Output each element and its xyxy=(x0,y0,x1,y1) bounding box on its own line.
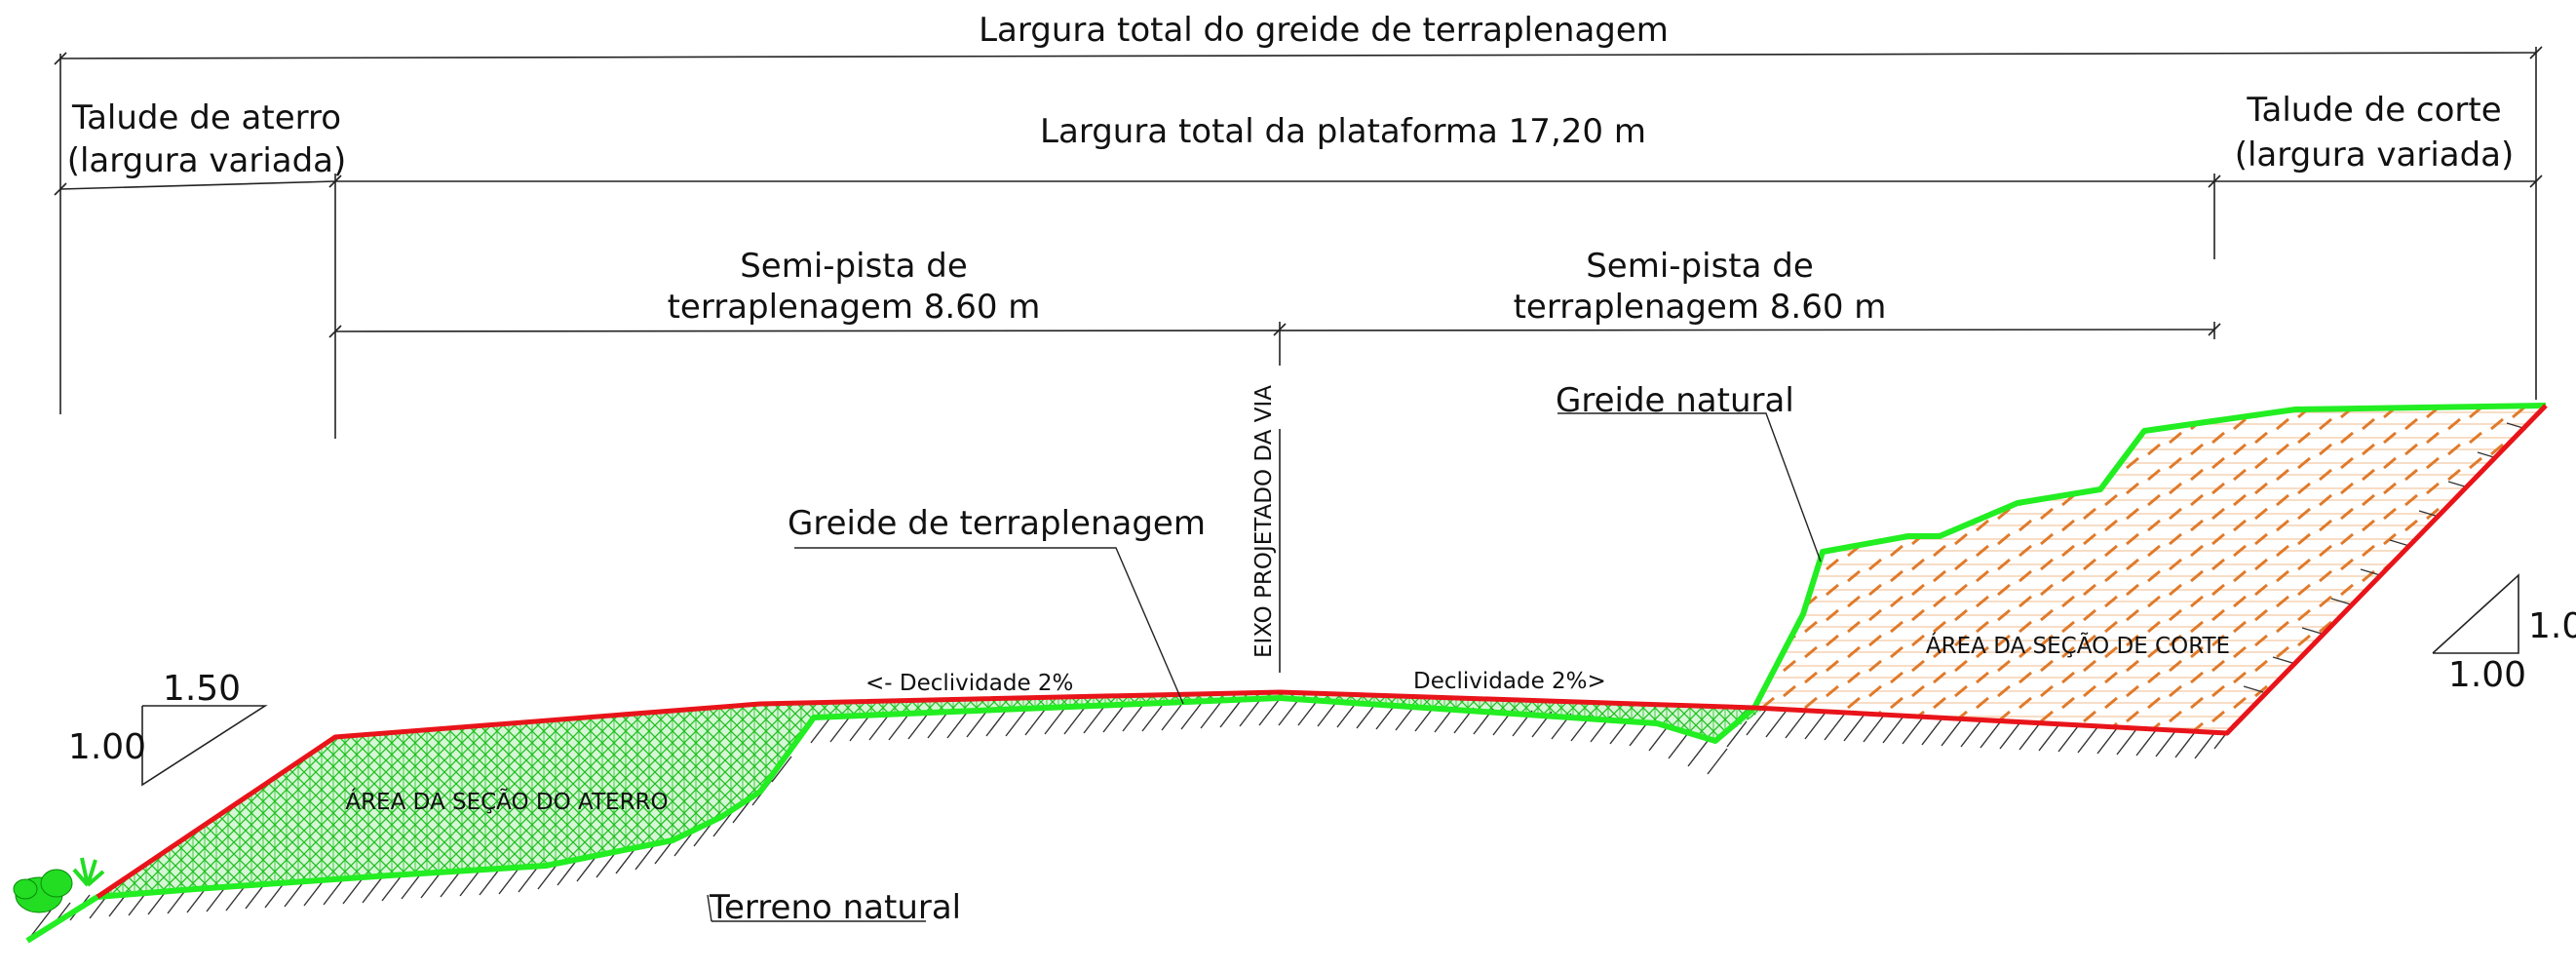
fill-area-label: ÁREA DA SEÇÃO DO ATERRO xyxy=(345,788,668,815)
axis-label: EIXO PROJETADO DA VIA xyxy=(1251,385,1277,658)
semi-pista-right-label-2: terraplenagem 8.60 m xyxy=(1514,288,1887,327)
talude-aterro-label-2: (largura variada) xyxy=(67,141,347,180)
slope-left-label: <- Declividade 2% xyxy=(865,671,1073,696)
slope-fill-vertical: 1.00 xyxy=(68,727,146,767)
earthwork-grade-label: Greide de terraplenagem xyxy=(788,504,1206,543)
slope-cut-horizontal: 1.00 xyxy=(2448,655,2526,695)
semi-pista-right-label-1: Semi-pista de xyxy=(1586,247,1814,286)
natural-grade-label: Greide natural xyxy=(1556,381,1794,420)
cut-area-label: ÁREA DA SEÇÃO DE CORTE xyxy=(1926,632,2230,659)
talude-aterro-label-1: Talude de aterro xyxy=(71,98,341,137)
semi-pista-left-label-2: terraplenagem 8.60 m xyxy=(668,288,1041,327)
platform-width-label: Largura total da plataforma 17,20 m xyxy=(1040,112,1646,151)
earthwork-grade-line xyxy=(96,404,2548,900)
slope-triangle-cut xyxy=(2432,573,2519,654)
semi-pista-left-label-1: Semi-pista de xyxy=(740,247,968,286)
total-width-label: Largura total do greide de terraplenagem xyxy=(979,11,1669,50)
shrub-icon xyxy=(13,857,105,913)
talude-corte-label-1: Talude de corte xyxy=(2246,91,2501,130)
dimension-lines xyxy=(54,46,2543,673)
slope-right-label: Declividade 2%> xyxy=(1413,669,1606,694)
slope-fill-horizontal: 1.50 xyxy=(163,669,241,709)
terrain-natural-label: Terreno natural xyxy=(709,888,961,927)
embankment-area xyxy=(97,692,1768,897)
leader-lines xyxy=(707,412,1822,922)
slope-cut-vertical: 1.00 xyxy=(2528,606,2576,646)
cut-area xyxy=(1754,406,2546,733)
talude-corte-label-2: (largura variada) xyxy=(2235,136,2515,175)
natural-terrain-line xyxy=(25,403,2547,944)
slope-triangle-fill xyxy=(141,705,268,787)
